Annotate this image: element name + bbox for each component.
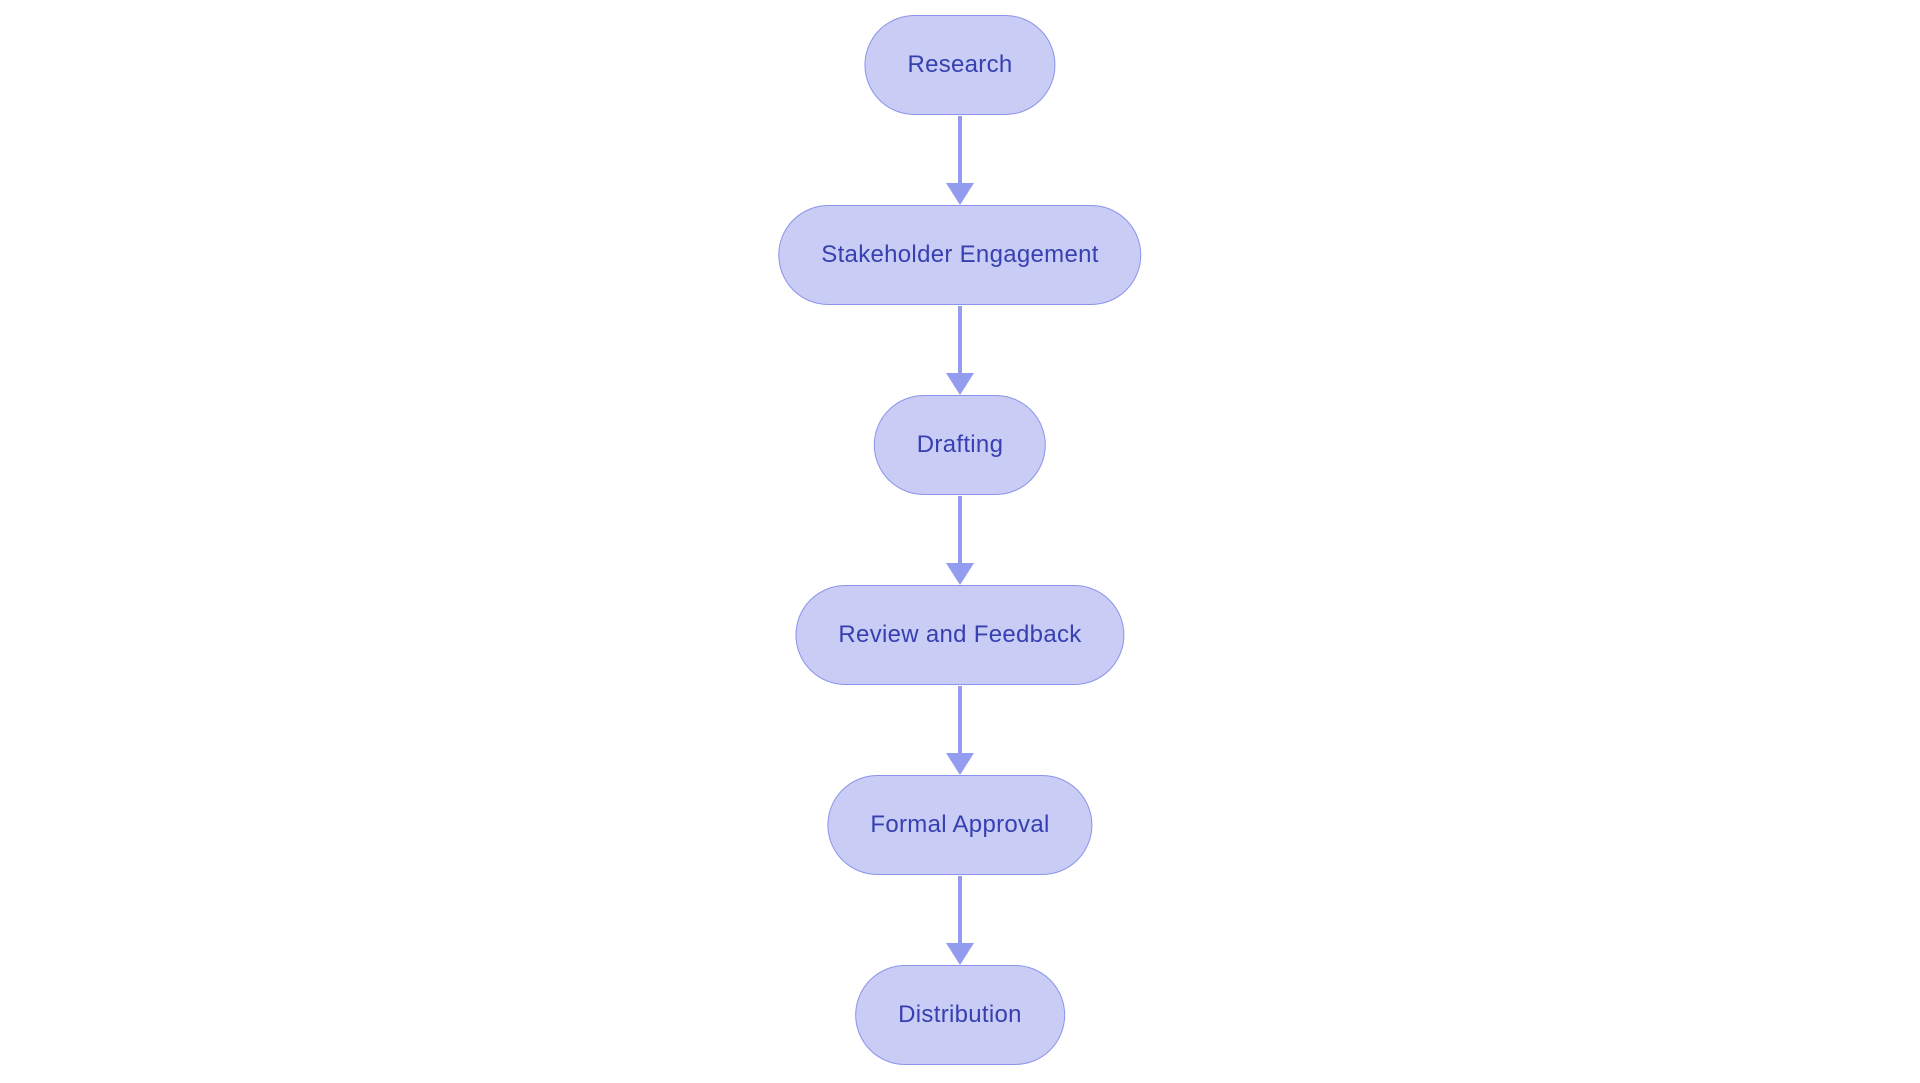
arrow-down-icon (946, 943, 974, 965)
arrow-line (958, 496, 962, 563)
connector-review-to-approval (946, 686, 974, 775)
connector-research-to-stakeholder (946, 116, 974, 205)
node-distribution-label: Distribution (898, 1001, 1022, 1028)
arrow-line (958, 116, 962, 183)
node-review-and-feedback-label: Review and Feedback (838, 621, 1082, 648)
node-review-and-feedback: Review and Feedback (795, 585, 1125, 685)
arrow-down-icon (946, 373, 974, 395)
connector-drafting-to-review (946, 496, 974, 585)
connector-approval-to-distribution (946, 876, 974, 965)
node-drafting-label: Drafting (916, 431, 1004, 458)
node-drafting: Drafting (873, 395, 1047, 495)
node-stakeholder-engagement: Stakeholder Engagement (778, 205, 1142, 305)
connector-stakeholder-to-drafting (946, 306, 974, 395)
arrow-down-icon (946, 183, 974, 205)
node-research: Research (864, 15, 1056, 115)
arrow-down-icon (946, 563, 974, 585)
arrow-down-icon (946, 753, 974, 775)
node-research-label: Research (907, 51, 1013, 78)
node-formal-approval: Formal Approval (827, 775, 1093, 875)
arrow-line (958, 306, 962, 373)
node-distribution: Distribution (855, 965, 1065, 1065)
node-formal-approval-label: Formal Approval (870, 811, 1050, 838)
node-stakeholder-engagement-label: Stakeholder Engagement (821, 241, 1099, 268)
arrow-line (958, 686, 962, 753)
arrow-line (958, 876, 962, 943)
